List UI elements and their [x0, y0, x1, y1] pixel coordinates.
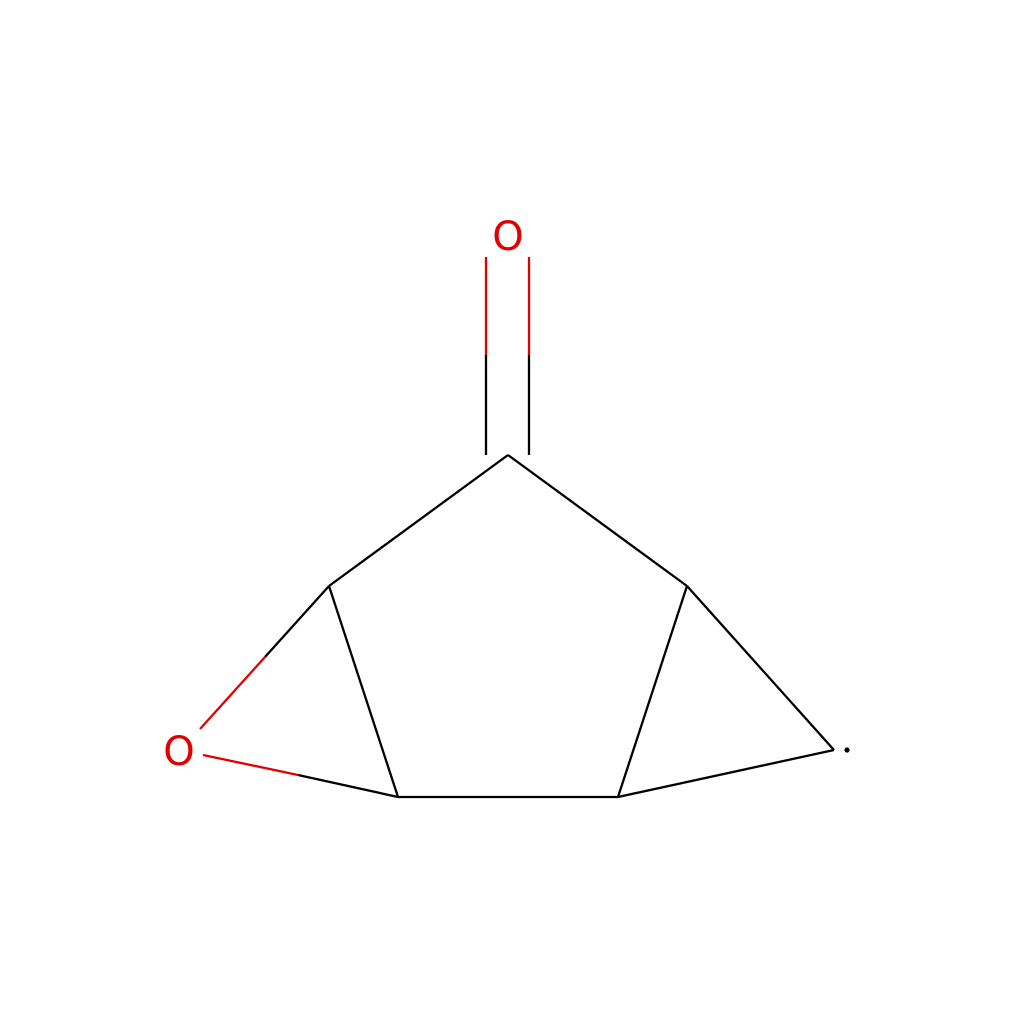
cyclopropane-bonds	[617, 585, 835, 799]
radical-dot	[844, 747, 850, 753]
epoxide-bond-lower-black	[297, 773, 399, 799]
cyclopropane-bond-upper	[686, 585, 835, 751]
cyclopropane-bond-lower	[617, 748, 835, 799]
epoxide-bond-upper-black	[264, 585, 330, 658]
epoxide-oxygen-label: O	[163, 729, 194, 775]
ring-bond-top-left	[328, 454, 509, 587]
ring-bond-left	[327, 585, 400, 798]
carbonyl-double-bond	[484, 257, 531, 455]
ring-bond-top-right	[507, 454, 688, 587]
five-membered-ring	[327, 454, 689, 799]
epoxide-bond-upper-red	[199, 656, 266, 730]
epoxide-bonds	[199, 585, 399, 799]
carbonyl-oxygen-label: O	[492, 214, 523, 260]
epoxide-bond-lower-red	[202, 753, 299, 777]
ring-bond-right	[616, 585, 689, 798]
